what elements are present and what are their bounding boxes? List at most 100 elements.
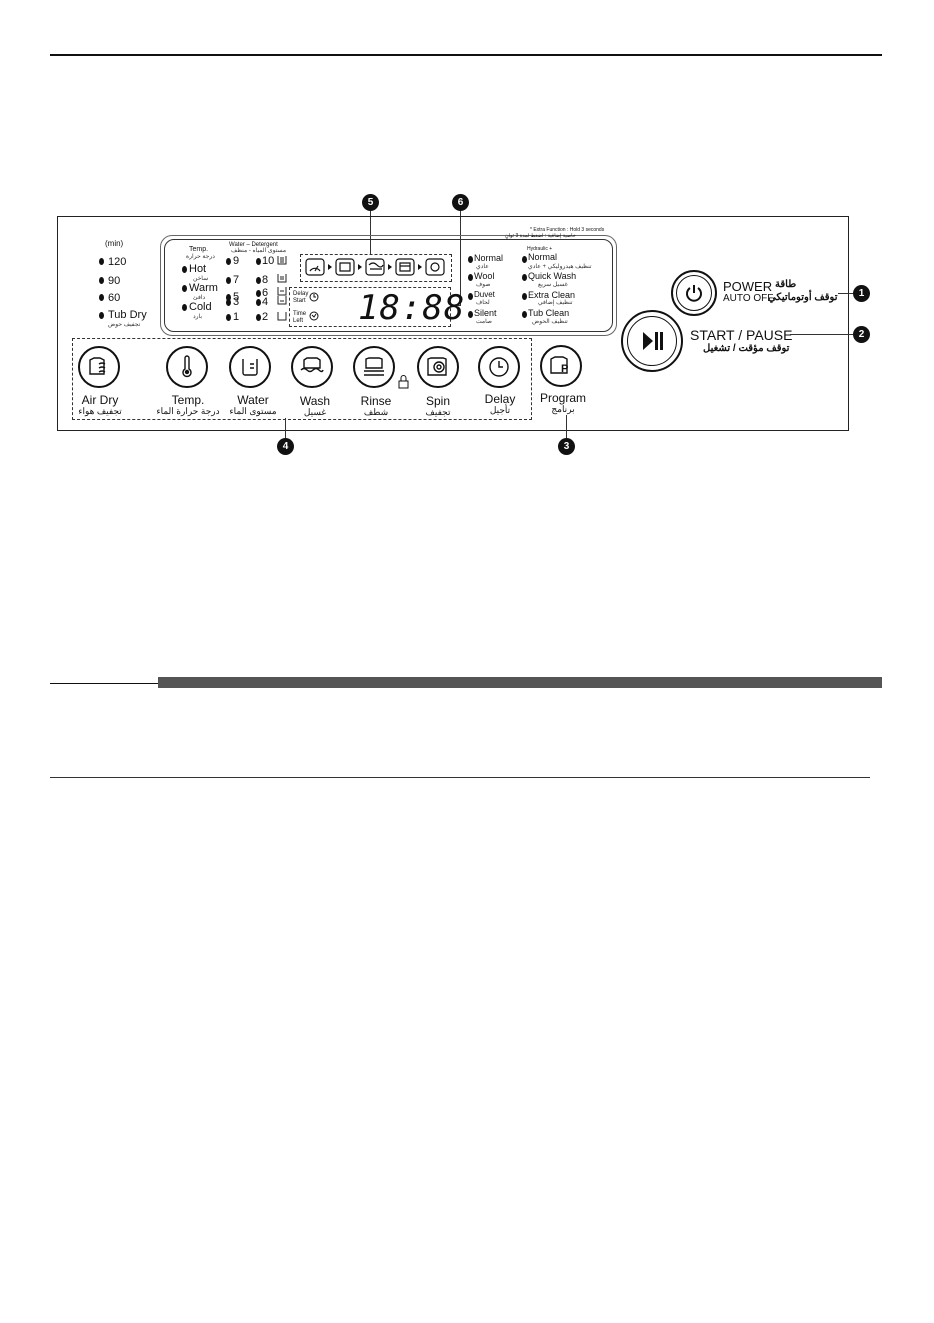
water-led [256, 314, 261, 321]
program-duvet-ar: لحاف [476, 300, 490, 306]
water-led [226, 258, 231, 265]
program-hydraulic-pre: Hydraulic + [527, 246, 553, 252]
delay-button[interactable] [478, 346, 520, 388]
display-frame [160, 235, 617, 336]
water-4: 4 [262, 296, 269, 308]
water-led [226, 299, 231, 306]
water-label: Water [237, 393, 269, 407]
temp-hot-ar: ساخن [193, 276, 209, 282]
water-1: 1 [233, 311, 240, 323]
delay-label: Delay [484, 392, 516, 406]
time-60: 60 [108, 292, 121, 304]
time-label: Time [293, 311, 307, 317]
air-dry-icon [89, 357, 106, 375]
program-silent: Silent [474, 308, 497, 318]
water-led [256, 290, 261, 297]
start-pause-button[interactable] [621, 310, 683, 372]
wash-label: Wash [299, 394, 331, 408]
water-button[interactable] [229, 346, 271, 388]
program-label-ar: برنامج [551, 404, 575, 414]
water-led [256, 277, 261, 284]
rinse-icon [364, 357, 384, 376]
program-led [522, 311, 527, 318]
start-label: Start [293, 298, 306, 304]
water-10: 10 [262, 255, 275, 267]
program-normal: Normal [474, 253, 504, 263]
program-extra-clean-ar: تنظيف إضافي [538, 300, 573, 306]
power-button[interactable] [671, 270, 717, 316]
program-led [522, 274, 527, 281]
spin-button[interactable] [417, 346, 459, 388]
water-header-ar: مستوى المياه - منظف [231, 248, 287, 254]
child-lock-icon [398, 375, 409, 389]
water-led [226, 314, 231, 321]
temp-header: Temp. [189, 246, 209, 253]
air-dry-label-ar: تجفيف هواء [78, 406, 122, 416]
time-led [99, 277, 104, 284]
program-led [468, 311, 473, 318]
program-wool-ar: صوف [476, 282, 491, 288]
temp-hot: Hot [189, 263, 207, 275]
program-led [468, 256, 473, 263]
water-6: 6 [262, 287, 269, 299]
control-panel [57, 216, 849, 431]
temp-button[interactable] [166, 346, 208, 388]
display-area [164, 239, 613, 332]
temp-led [182, 304, 187, 311]
time-unit: (min) [105, 239, 124, 248]
air-dry-button[interactable] [78, 346, 120, 388]
program-button[interactable]: P [540, 345, 582, 387]
callout-1-leader [838, 293, 854, 294]
wash-button[interactable] [291, 346, 333, 388]
temp-cold: Cold [189, 301, 212, 313]
left-label: Left [293, 318, 304, 324]
delay-label: Delay [293, 291, 309, 297]
option-buttons-group [72, 338, 532, 420]
spin-label-ar: تجفيف [425, 407, 451, 417]
program-led [468, 293, 473, 300]
program-normal-ar: عادي [476, 264, 489, 270]
time-tub-dry: Tub Dry [108, 309, 147, 321]
temp-led [182, 266, 187, 273]
water-header: Water – Detergent [229, 242, 278, 248]
wash-label-ar: غسيل [303, 407, 327, 417]
temp-label: Temp. [171, 393, 205, 407]
top-rule [50, 54, 882, 56]
start-pause-button-inner [627, 316, 677, 366]
callout-3: 3 [558, 438, 575, 455]
temp-cold-ar: بارد [193, 314, 203, 320]
air-dry-label: Air Dry [81, 393, 119, 407]
detergent-level-icons [277, 256, 287, 321]
time-led [99, 294, 104, 301]
water-label-ar: مستوى الماء [229, 406, 277, 416]
start-pause-label: START / PAUSE [690, 327, 793, 343]
power-button-inner [676, 275, 712, 311]
section-rule-left [50, 683, 158, 684]
callout-5-leader [370, 211, 371, 255]
temp-led [182, 285, 187, 292]
clock-indicator-icons [309, 292, 319, 321]
play-pause-icon [643, 332, 663, 350]
power-icon [686, 285, 702, 302]
rinse-button[interactable] [353, 346, 395, 388]
program-quick-wash: Quick Wash [528, 271, 577, 281]
time-led [99, 258, 104, 265]
power-label-ar: طاقة [775, 279, 797, 290]
callout-6-leader-h [450, 305, 460, 306]
delay-label-ar: تأجيل [489, 405, 511, 415]
water-9: 9 [233, 255, 240, 267]
thermometer-icon [182, 355, 192, 378]
water-5: 5 [233, 291, 240, 303]
power-label: POWER [723, 279, 773, 294]
water-7: 7 [233, 274, 240, 286]
program-hydraulic-normal: Normal [528, 252, 558, 262]
callout-2: 2 [853, 326, 870, 343]
water-8: 8 [262, 274, 269, 286]
program-led [468, 274, 473, 281]
program-tub-clean-ar: تنظيف الحوض [532, 319, 568, 325]
time-led [99, 312, 104, 319]
temp-warm: Warm [189, 282, 218, 294]
program-tub-clean: Tub Clean [528, 308, 570, 318]
clock-icon [489, 357, 509, 377]
svg-text:P: P [561, 363, 568, 375]
